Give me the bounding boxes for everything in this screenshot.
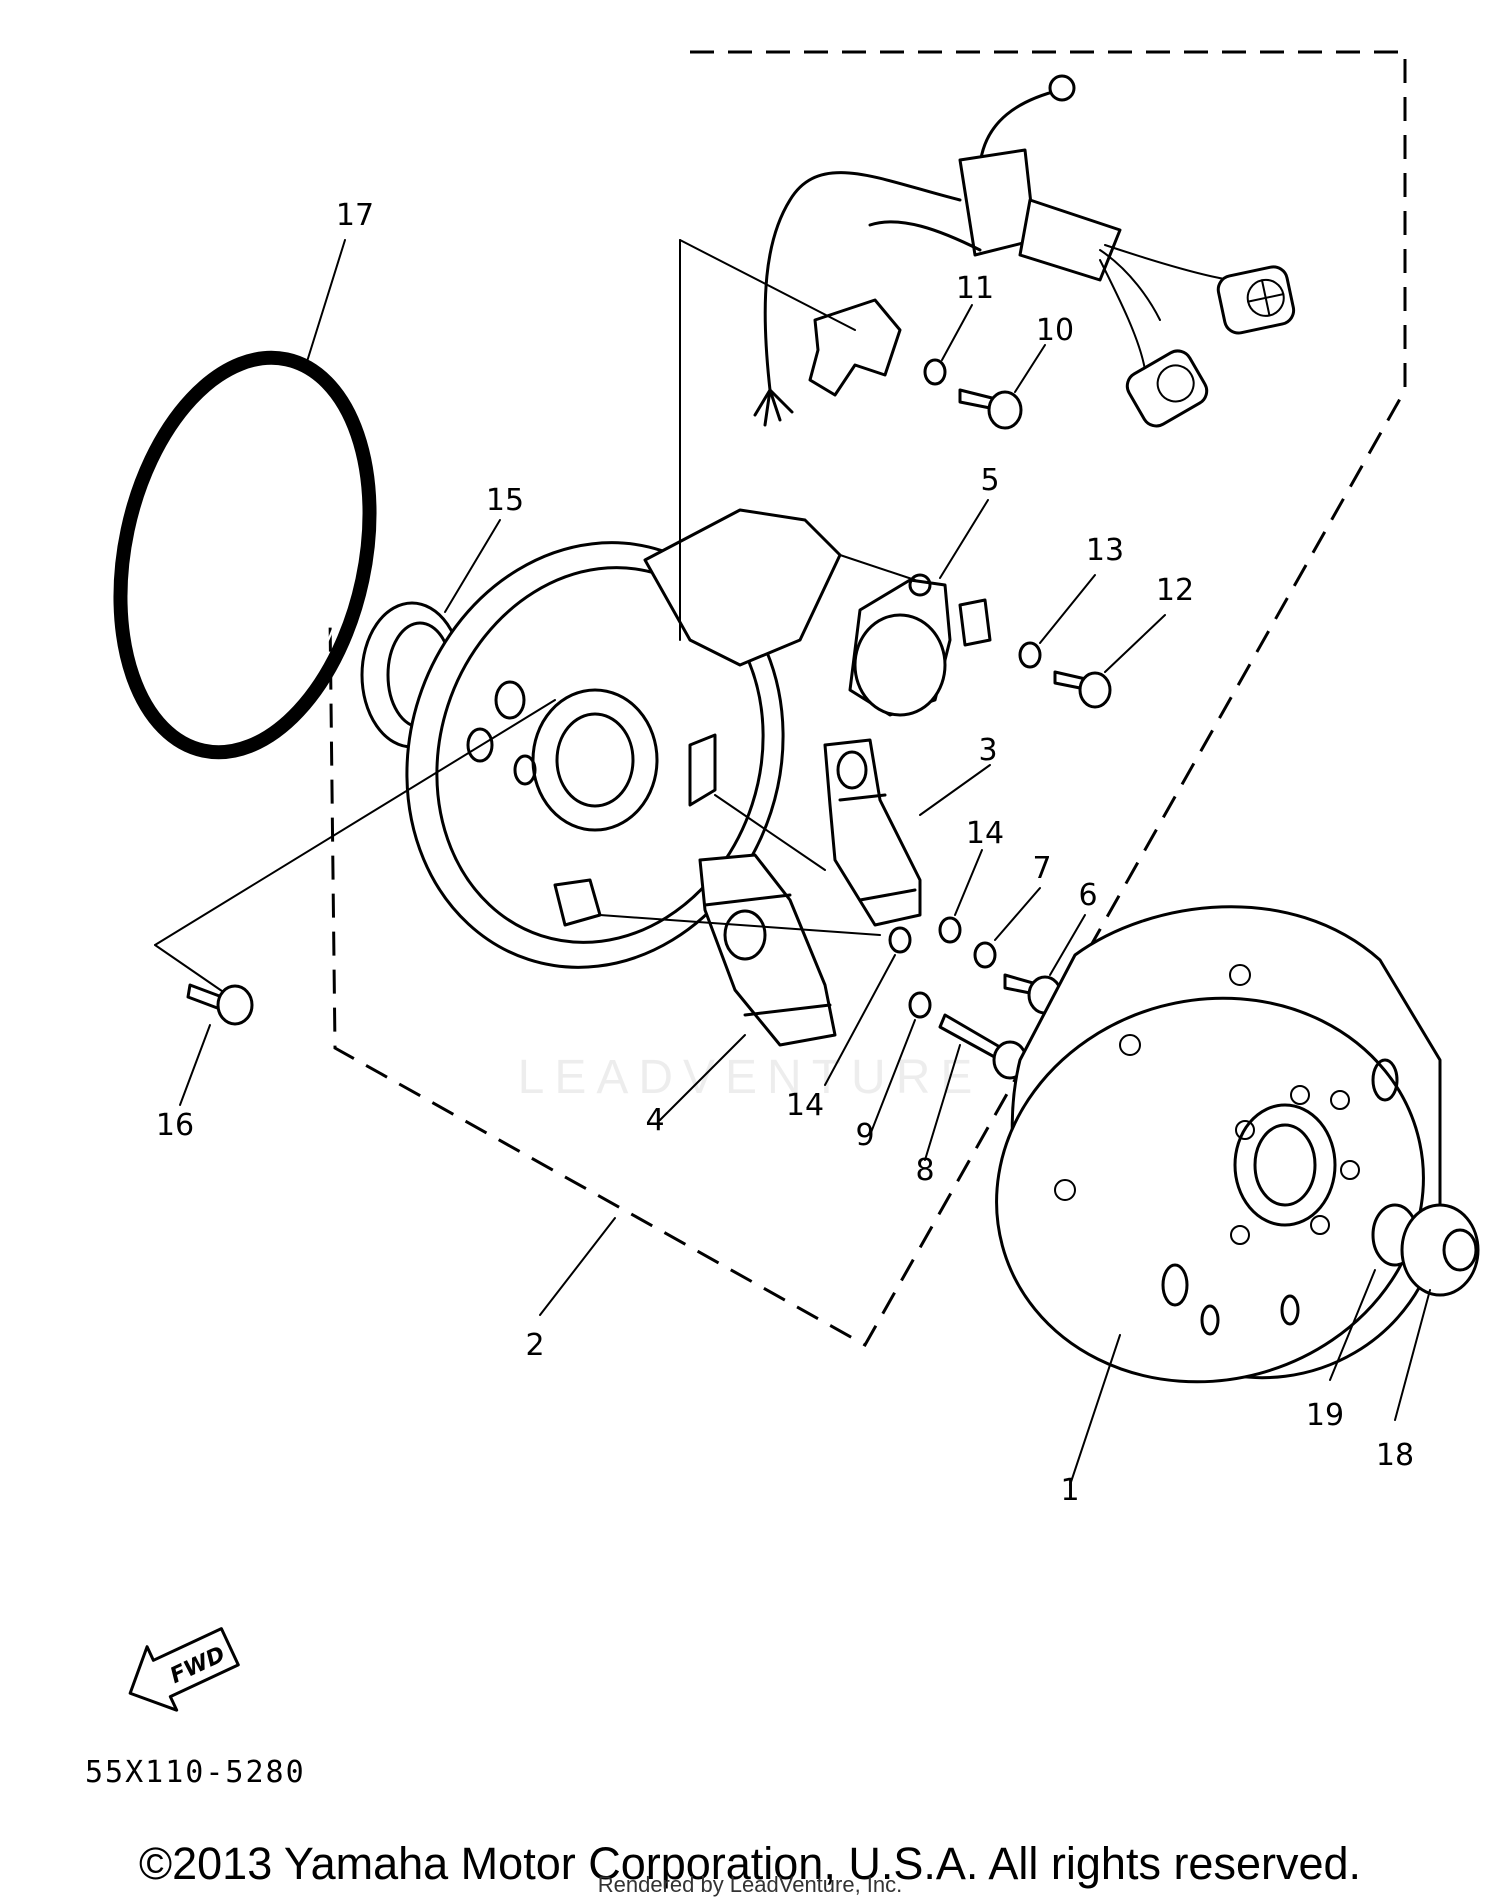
link-4 <box>599 914 881 936</box>
leader-17 <box>304 239 346 369</box>
part-label-14-upper: 14 <box>966 816 1004 851</box>
part-label-4: 4 <box>645 1103 664 1138</box>
part-label-6: 6 <box>1078 878 1097 913</box>
rendered-by-text: Rendered by LeadVenture, Inc. <box>597 1872 903 1897</box>
pickup-coil-5 <box>848 573 952 717</box>
washer-14-upper <box>938 916 962 944</box>
copyright-text: ©2013 Yamaha Motor Corporation, U.S.A. A… <box>138 1838 1362 1889</box>
leader-18 <box>1394 1289 1431 1421</box>
part-label-1: 1 <box>1060 1473 1079 1508</box>
part-label-5: 5 <box>980 463 999 498</box>
leader-7 <box>994 887 1041 941</box>
wire-harness <box>753 74 1296 428</box>
leader-harness <box>679 239 856 331</box>
cable-clamp <box>808 298 902 397</box>
flywheel-rotor-1 <box>995 905 1442 1384</box>
part-label-19: 19 <box>1306 1398 1344 1433</box>
part-label-9: 9 <box>855 1118 874 1153</box>
leader-1 <box>1069 1334 1121 1486</box>
screw-12 <box>1053 670 1112 709</box>
stator-base-plate <box>405 508 842 969</box>
part-label-13: 13 <box>1086 533 1124 568</box>
charging-coil-3 <box>823 738 922 927</box>
leader-6 <box>1049 914 1086 976</box>
nut-18 <box>1400 1203 1480 1297</box>
leader-13 <box>1039 574 1096 644</box>
washer-11 <box>923 358 947 386</box>
leader-4 <box>659 1034 746 1121</box>
part-label-11: 11 <box>956 271 994 306</box>
assembly-boundary-dashed <box>328 50 1407 1348</box>
lighting-coil-4 <box>698 853 837 1047</box>
bracket-5 <box>958 598 992 647</box>
leader-16 <box>179 1024 211 1106</box>
leader-14-upper <box>954 849 983 916</box>
part-label-15: 15 <box>486 483 524 518</box>
leader-8 <box>924 1044 961 1161</box>
leader-2 <box>539 1217 616 1316</box>
watermark: LEADVENTURE <box>517 1051 983 1104</box>
part-label-7: 7 <box>1032 851 1051 886</box>
leader-3 <box>919 764 991 816</box>
part-label-3: 3 <box>978 733 997 768</box>
part-label-12: 12 <box>1156 573 1194 608</box>
washer-9 <box>908 991 932 1019</box>
washer-13 <box>1018 641 1042 669</box>
washer-14-lower <box>888 926 912 954</box>
leader-11 <box>941 304 973 361</box>
part-label-17: 17 <box>336 198 374 233</box>
leader-15 <box>444 519 501 613</box>
part-label-2: 2 <box>525 1328 544 1363</box>
part-label-18: 18 <box>1376 1438 1414 1473</box>
link-3 <box>714 794 826 871</box>
leader-10 <box>1014 344 1046 393</box>
leader-19 <box>1329 1269 1376 1381</box>
part-label-14-lower: 14 <box>786 1088 824 1123</box>
o-ring-17 <box>113 350 377 760</box>
fwd-arrow-icon: FWD <box>128 1627 240 1712</box>
link-5 <box>839 554 916 581</box>
washer-7 <box>973 941 997 969</box>
part-label-16: 16 <box>156 1108 194 1143</box>
screw-16 <box>186 983 254 1026</box>
leader-5 <box>939 499 989 579</box>
leader-center-16 <box>154 699 556 946</box>
leader-12 <box>1104 614 1166 673</box>
part-label-10: 10 <box>1036 313 1074 348</box>
leader-14-lower <box>824 954 896 1086</box>
screw-10 <box>958 388 1023 430</box>
diagram-code: 55X110-5280 <box>85 1755 306 1790</box>
part-label-8: 8 <box>915 1153 934 1188</box>
leader-9 <box>869 1019 916 1136</box>
